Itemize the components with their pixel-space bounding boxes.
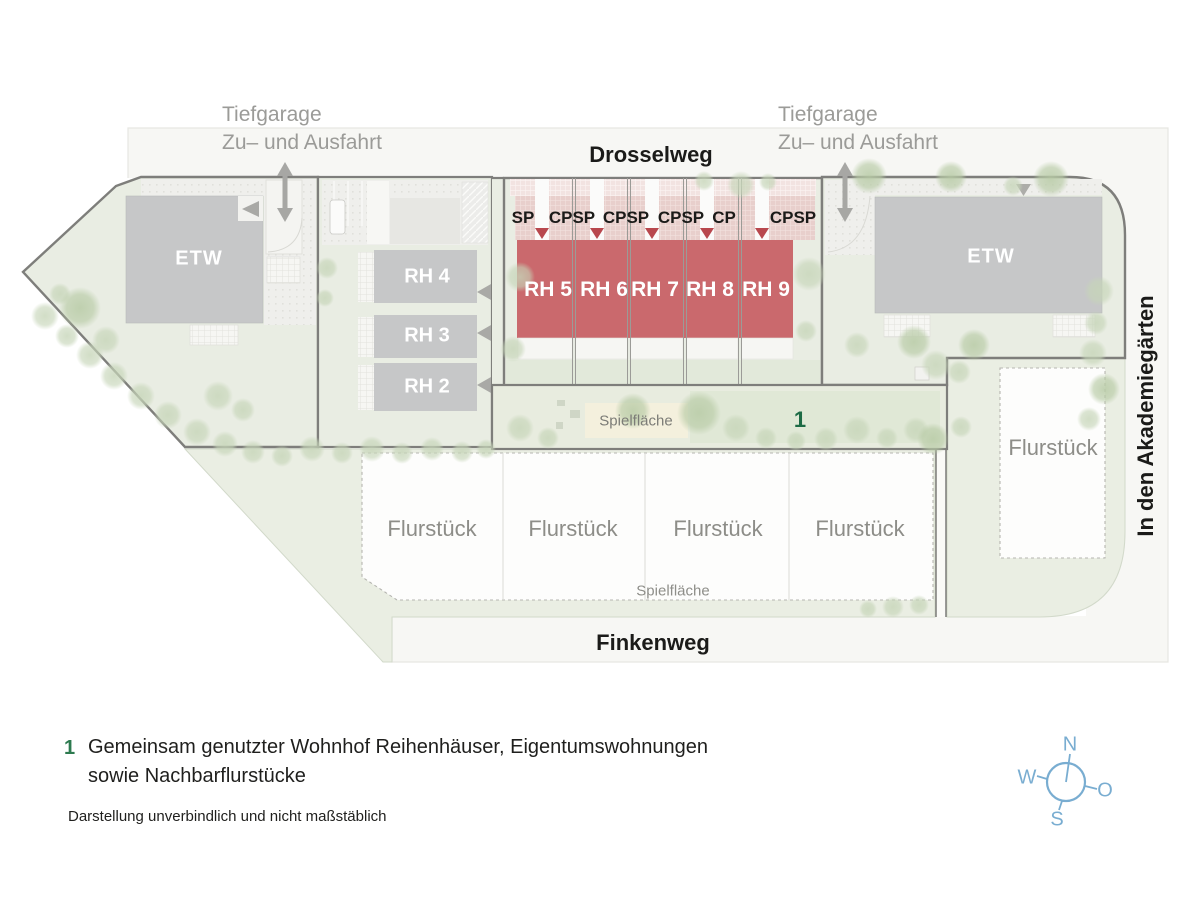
parking-label: CPSP xyxy=(769,208,817,227)
garage-note-west: Tiefgarage Zu– und Ausfahrt xyxy=(222,101,382,157)
label-rh4: RH 4 xyxy=(404,265,450,288)
section-middle xyxy=(316,175,494,449)
label-flurstueck-right: Flurstück xyxy=(1008,435,1098,460)
garage-note-west-line1: Tiefgarage xyxy=(222,103,322,126)
parking-label: CP xyxy=(712,208,736,227)
street-drosselweg: Drosselweg xyxy=(589,142,713,167)
garage-arrow-west xyxy=(277,162,293,222)
entrance-triangle xyxy=(242,201,259,217)
entrance-triangle xyxy=(477,377,491,393)
compass-w: W xyxy=(1017,766,1037,789)
parking-label: CPSP xyxy=(602,208,650,227)
section-west xyxy=(21,175,320,449)
label-rh7: RH 7 xyxy=(631,278,679,301)
building-etw-east xyxy=(874,196,1103,314)
street-finkenweg: Finkenweg xyxy=(596,630,710,655)
label-rh6: RH 6 xyxy=(580,278,628,301)
legend-disclaimer: Darstellung unverbindlich und nicht maßs… xyxy=(68,808,387,825)
garage-note-east: Tiefgarage Zu– und Ausfahrt xyxy=(778,101,938,157)
label-rh2: RH 2 xyxy=(404,375,450,398)
parking-arrow xyxy=(590,228,604,239)
compass-n: N xyxy=(1062,733,1078,756)
courtyard-marker: 1 xyxy=(793,407,807,432)
legend-line1: Gemeinsam genutzter Wohnhof Reihenhäuser… xyxy=(88,736,709,758)
label-rh5: RH 5 xyxy=(524,278,572,301)
building-rh4 xyxy=(374,250,477,303)
label-etw-west: ETW xyxy=(175,247,223,270)
entrance-triangle xyxy=(477,284,491,300)
label-flurstueck-3: Flurstück xyxy=(673,516,763,541)
garage-note-west-line2: Zu– und Ausfahrt xyxy=(222,131,382,154)
compass xyxy=(1036,753,1098,811)
parcel-right-area xyxy=(999,367,1106,559)
label-flurstueck-1: Flurstück xyxy=(387,516,477,541)
car-icon xyxy=(329,199,346,235)
parking-arrow xyxy=(755,228,769,239)
parking-arrow xyxy=(645,228,659,239)
compass-s: S xyxy=(1050,808,1064,831)
legend-marker: 1 xyxy=(64,737,76,759)
label-rh8: RH 8 xyxy=(686,278,734,301)
parking-arrow xyxy=(535,228,549,239)
label-rh3: RH 3 xyxy=(404,324,450,347)
building-rh3 xyxy=(374,315,477,358)
street-akademiegaerten: In den Akademiegärten xyxy=(1133,295,1158,537)
label-rh9: RH 9 xyxy=(742,278,790,301)
label-spielflaeche-2: Spielfläche xyxy=(636,582,710,600)
boundary-wall xyxy=(935,449,947,617)
parking-label: SP xyxy=(511,208,535,227)
legend-line2: sowie Nachbarflurstücke xyxy=(88,765,306,787)
compass-o: O xyxy=(1097,779,1113,802)
garage-arrow-east xyxy=(837,162,853,222)
parcel-row-area xyxy=(361,452,934,601)
entrance-triangle xyxy=(477,325,491,341)
parking-label: CPSP xyxy=(657,208,705,227)
parking-label: CPSP xyxy=(548,208,596,227)
trees xyxy=(31,158,1120,618)
label-etw-east: ETW xyxy=(967,245,1015,268)
label-flurstueck-2: Flurstück xyxy=(528,516,618,541)
label-flurstueck-4: Flurstück xyxy=(815,516,905,541)
building-rh-5-9 xyxy=(517,240,793,338)
section-rh-center xyxy=(502,176,824,388)
garage-note-east-line1: Tiefgarage xyxy=(778,103,878,126)
garage-note-east-line2: Zu– und Ausfahrt xyxy=(778,131,938,154)
parking-arrow xyxy=(700,228,714,239)
building-rh2 xyxy=(374,363,477,411)
label-spielflaeche-1: Spielfläche xyxy=(599,412,673,430)
